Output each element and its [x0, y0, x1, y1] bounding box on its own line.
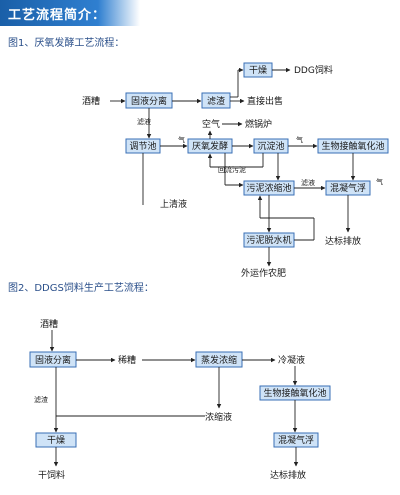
f1-gas-mark-1: 气 [178, 135, 185, 144]
f1-filtrate-label: 滤液 [137, 117, 151, 126]
f2-thin-stillage-label: 稀糟 [118, 354, 136, 366]
f2-biocontact-label: 生物接触氧化池 [263, 387, 326, 399]
figure1-caption: 图1、厌氧发酵工艺流程： [8, 36, 124, 49]
f1-filtrate2-label: 滤液 [301, 178, 315, 187]
figure2-caption: 图2、DDGS饲料生产工艺流程： [8, 281, 154, 294]
f1-sludge-thickening-label: 污泥浓缩池 [246, 182, 291, 194]
f2-flotation-label: 混凝气浮 [278, 434, 314, 446]
f1-drying-label: 干燥 [249, 65, 267, 76]
f2-feed-label: 酒糟 [40, 318, 58, 330]
f2-feed-product-label: 干饲料 [38, 469, 65, 481]
f2-discharge-label: 达标排放 [270, 469, 306, 481]
f1-gas-mark-2: 气 [296, 135, 303, 144]
f2-residue-label: 滤渣 [34, 395, 48, 404]
f1-flotation-label: 混凝气浮 [330, 182, 366, 194]
f2-separation-box [29, 351, 77, 368]
f1-air-label: 空气 [202, 118, 220, 130]
f1-return-sludge-label: 回流污泥 [218, 165, 246, 174]
f1-separation-label: 固液分离 [131, 95, 167, 107]
f2-separation-label: 固液分离 [35, 354, 71, 366]
f1-direct-sale-label: 直接出售 [247, 95, 283, 107]
f1-dewatering-label: 污泥脱水机 [246, 234, 291, 246]
f1-residue-box [201, 92, 231, 109]
f1-sedimentation-label: 沉淀池 [257, 140, 284, 152]
f1-discharge-label: 达标排放 [325, 235, 361, 247]
f2-evaporation-label: 蒸发浓缩 [201, 354, 237, 366]
f1-feed-label: 酒糟 [82, 95, 100, 107]
f1-boiler-label: 燃锅炉 [245, 118, 272, 130]
section-header: 工艺流程简介： [0, 0, 140, 26]
section-title: 工艺流程简介： [8, 8, 107, 23]
f1-anaerobic-label: 厌氧发酵 [192, 140, 228, 152]
f1-biocontact-label: 生物接触氧化池 [321, 140, 384, 152]
f1-gas-mark-3: 气 [376, 177, 383, 186]
f2-condensate-label: 冷凝液 [278, 354, 305, 366]
f1-ddg-feed-label: DDG饲料 [294, 64, 333, 76]
f2-concentrate-label: 浓缩液 [205, 411, 232, 423]
f1-regulating-tank-label: 调节池 [129, 140, 156, 152]
f1-fertilizer-label: 外运作农肥 [241, 267, 286, 279]
f1-residue-label: 滤渣 [207, 95, 225, 107]
f2-drying-label: 干燥 [47, 435, 65, 446]
f1-supernatant-label: 上清液 [160, 198, 187, 210]
